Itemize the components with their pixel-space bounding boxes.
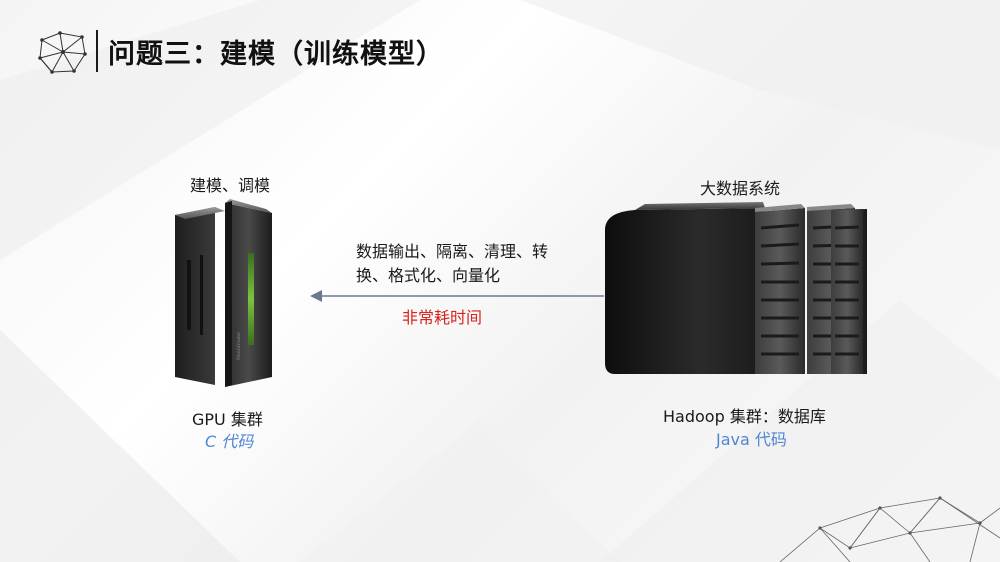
flow-line-2: 换、格式化、向量化 — [356, 266, 501, 285]
device-brand-text: Mainframe — [236, 332, 242, 360]
title-divider — [96, 30, 98, 72]
rack-servers-icon — [605, 202, 867, 374]
rack-unit-1 — [755, 204, 805, 374]
polygon-network-logo-icon — [38, 31, 87, 74]
gpu-server-icon: Mainframe — [175, 199, 272, 387]
right-caption: 大数据系统 — [700, 179, 781, 198]
left-code-language: C 代码 — [205, 432, 254, 451]
time-warning: 非常耗时间 — [402, 308, 483, 327]
right-cluster-name: Hadoop 集群：数据库 — [663, 407, 826, 426]
page-title: 问题三：建模（训练模型） — [108, 39, 444, 70]
right-code-language: Java 代码 — [716, 430, 787, 449]
left-cluster-name: GPU 集群 — [192, 410, 263, 429]
rack-unit-3 — [831, 209, 867, 374]
flow-line-1: 数据输出、隔离、清理、转 — [356, 242, 549, 261]
corner-network-decoration-icon — [780, 496, 1000, 562]
flow-description: 数据输出、隔离、清理、转 换、格式化、向量化 — [356, 240, 592, 288]
left-caption: 建模、调模 — [190, 176, 271, 195]
left-arrow-icon — [310, 290, 604, 302]
